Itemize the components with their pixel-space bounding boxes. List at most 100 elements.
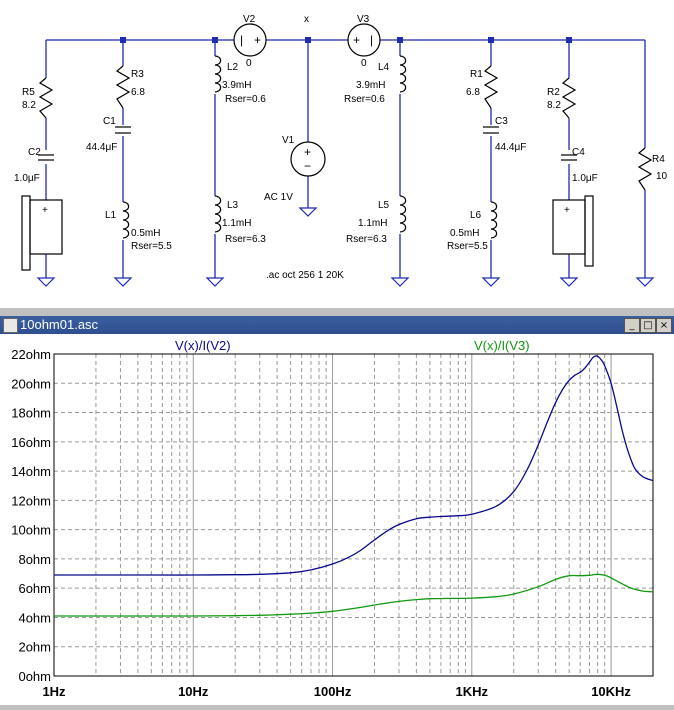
grid <box>53 353 654 677</box>
x-tick-label: 1Hz <box>42 684 66 699</box>
l1-inductor-symbol <box>122 201 130 239</box>
c1-value: 44.4μF <box>86 142 117 153</box>
component-symbols <box>21 23 653 271</box>
l3-value: 1.1mH <box>222 218 251 229</box>
r3-label: R3 <box>131 69 144 80</box>
y-tick-label: 22ohm <box>11 347 51 362</box>
svg-text:|: | <box>240 33 243 47</box>
y-tick-label: 18ohm <box>11 406 51 421</box>
v3-label: V3 <box>357 14 370 25</box>
c4-capacitor-symbol <box>561 154 577 161</box>
ground-symbols <box>36 207 655 287</box>
speaker-right-minus: - <box>564 249 567 260</box>
l4-value: 3.9mH <box>356 80 385 91</box>
r1-label: R1 <box>470 69 483 80</box>
series-layer <box>53 355 654 617</box>
svg-text:|: | <box>370 33 373 47</box>
r3-value: 6.8 <box>131 87 145 98</box>
close-button[interactable]: × <box>656 318 672 333</box>
c2-label: C2 <box>28 147 41 158</box>
v1-value: AC 1V <box>264 192 293 203</box>
l6-inductor-symbol <box>490 201 498 239</box>
r2-value: 8.2 <box>547 100 561 111</box>
l1-rser: Rser=5.5 <box>131 241 172 252</box>
y-tick-label: 4ohm <box>18 610 51 625</box>
l6-rser: Rser=5.5 <box>447 241 488 252</box>
r1-resistor-symbol <box>483 65 499 109</box>
y-tick-label: 14ohm <box>11 464 51 479</box>
r3-resistor-symbol <box>115 65 131 109</box>
l2-rser: Rser=0.6 <box>225 94 266 105</box>
c3-capacitor-symbol <box>483 126 499 134</box>
series-label-v3[interactable]: V(x)/I(V3) <box>474 338 530 353</box>
v2-value: 0 <box>246 58 252 69</box>
l5-label: L5 <box>378 200 390 211</box>
v2-label: V2 <box>243 14 256 25</box>
l5-value: 1.1mH <box>358 218 387 229</box>
minimize-button[interactable]: _ <box>624 318 640 333</box>
y-tick-label: 8ohm <box>18 552 51 567</box>
y-tick-label: 20ohm <box>11 376 51 391</box>
c4-value: 1.0μF <box>572 173 598 184</box>
r5-value: 8.2 <box>22 100 36 111</box>
waveform-app-icon <box>3 318 18 333</box>
l5-rser: Rser=6.3 <box>346 234 387 245</box>
r2-resistor-symbol <box>561 77 577 119</box>
c4-label: C4 <box>572 147 585 158</box>
l4-label: L4 <box>378 62 390 73</box>
series-line-v3[interactable] <box>53 573 654 617</box>
y-tick-label: 10ohm <box>11 523 51 538</box>
r2-label: R2 <box>547 87 560 98</box>
l2-inductor-symbol <box>214 55 222 93</box>
series-label-v2[interactable]: V(x)/I(V2) <box>175 338 231 353</box>
x-tick-label: 10KHz <box>591 684 631 699</box>
c2-capacitor-symbol <box>38 154 54 161</box>
v3-source-symbol <box>347 23 381 57</box>
c1-capacitor-symbol <box>115 126 131 134</box>
schematic-canvas: |+ +| +− x V2 0 V3 0 V1 AC 1V R5 8.2 C2 … <box>14 14 668 287</box>
v3-value: 0 <box>361 58 367 69</box>
c3-label: C3 <box>495 116 508 127</box>
plot-frame <box>53 353 654 677</box>
l3-label: L3 <box>227 200 239 211</box>
x-tick-label: 10Hz <box>178 684 209 699</box>
c3-value: 44.4μF <box>495 142 526 153</box>
svg-text:+: + <box>254 33 261 47</box>
l1-label: L1 <box>105 210 117 221</box>
v1-source-symbol <box>290 141 326 177</box>
junctions <box>120 37 572 43</box>
speaker-right-symbol <box>552 195 594 267</box>
y-tick-label: 16ohm <box>11 435 51 450</box>
speaker-left-symbol <box>21 195 63 271</box>
x-tick-label: 1KHz <box>456 684 489 699</box>
l6-value: 0.5mH <box>450 228 479 239</box>
r1-value: 6.8 <box>466 87 480 98</box>
maximize-button[interactable]: □ <box>640 318 656 333</box>
series-line-v2[interactable] <box>53 355 654 576</box>
speaker-right-plus: + <box>564 205 570 216</box>
r4-value: 10 <box>656 171 668 182</box>
schematic-panel[interactable]: |+ +| +− x V2 0 V3 0 V1 AC 1V R5 8.2 C2 … <box>0 0 674 308</box>
l3-rser: Rser=6.3 <box>225 234 266 245</box>
window-title: 10ohm01.asc <box>20 317 99 332</box>
l4-rser: Rser=0.6 <box>344 94 385 105</box>
l4-inductor-symbol <box>399 55 407 93</box>
y-tick-label: 6ohm <box>18 581 51 596</box>
r5-resistor-symbol <box>38 77 54 119</box>
spice-directive[interactable]: .ac oct 256 1 20K <box>266 270 344 281</box>
svg-text:+: + <box>353 33 360 47</box>
l2-label: L2 <box>227 62 239 73</box>
v1-label: V1 <box>282 135 295 146</box>
r4-label: R4 <box>652 154 665 165</box>
l1-value: 0.5mH <box>131 228 160 239</box>
window-titlebar[interactable]: 10ohm01.asc _ □ × <box>0 316 674 334</box>
r5-label: R5 <box>22 87 35 98</box>
node-x-label: x <box>304 14 309 25</box>
speaker-left-plus: + <box>42 205 48 216</box>
svg-text:−: − <box>304 159 311 173</box>
impedance-plot[interactable]: 0ohm2ohm4ohm6ohm8ohm10ohm12ohm14ohm16ohm… <box>0 334 674 705</box>
y-tick-label: 0ohm <box>18 669 51 684</box>
speaker-left-minus: - <box>42 249 45 260</box>
